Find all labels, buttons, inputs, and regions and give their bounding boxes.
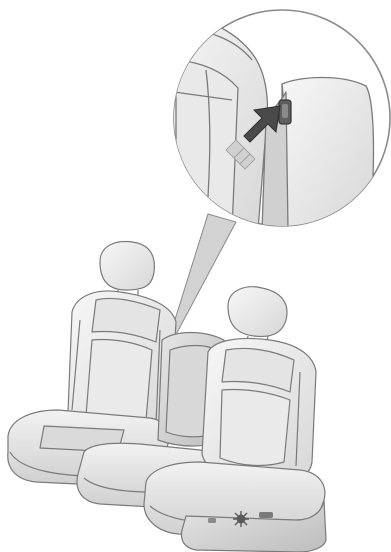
- callout-leader: [168, 214, 236, 342]
- latch-button: [279, 100, 291, 124]
- right-headrest: [228, 287, 287, 346]
- bench-seat: [8, 242, 326, 552]
- magnifier-callout: [160, 10, 390, 230]
- right-seat-back: [202, 339, 316, 485]
